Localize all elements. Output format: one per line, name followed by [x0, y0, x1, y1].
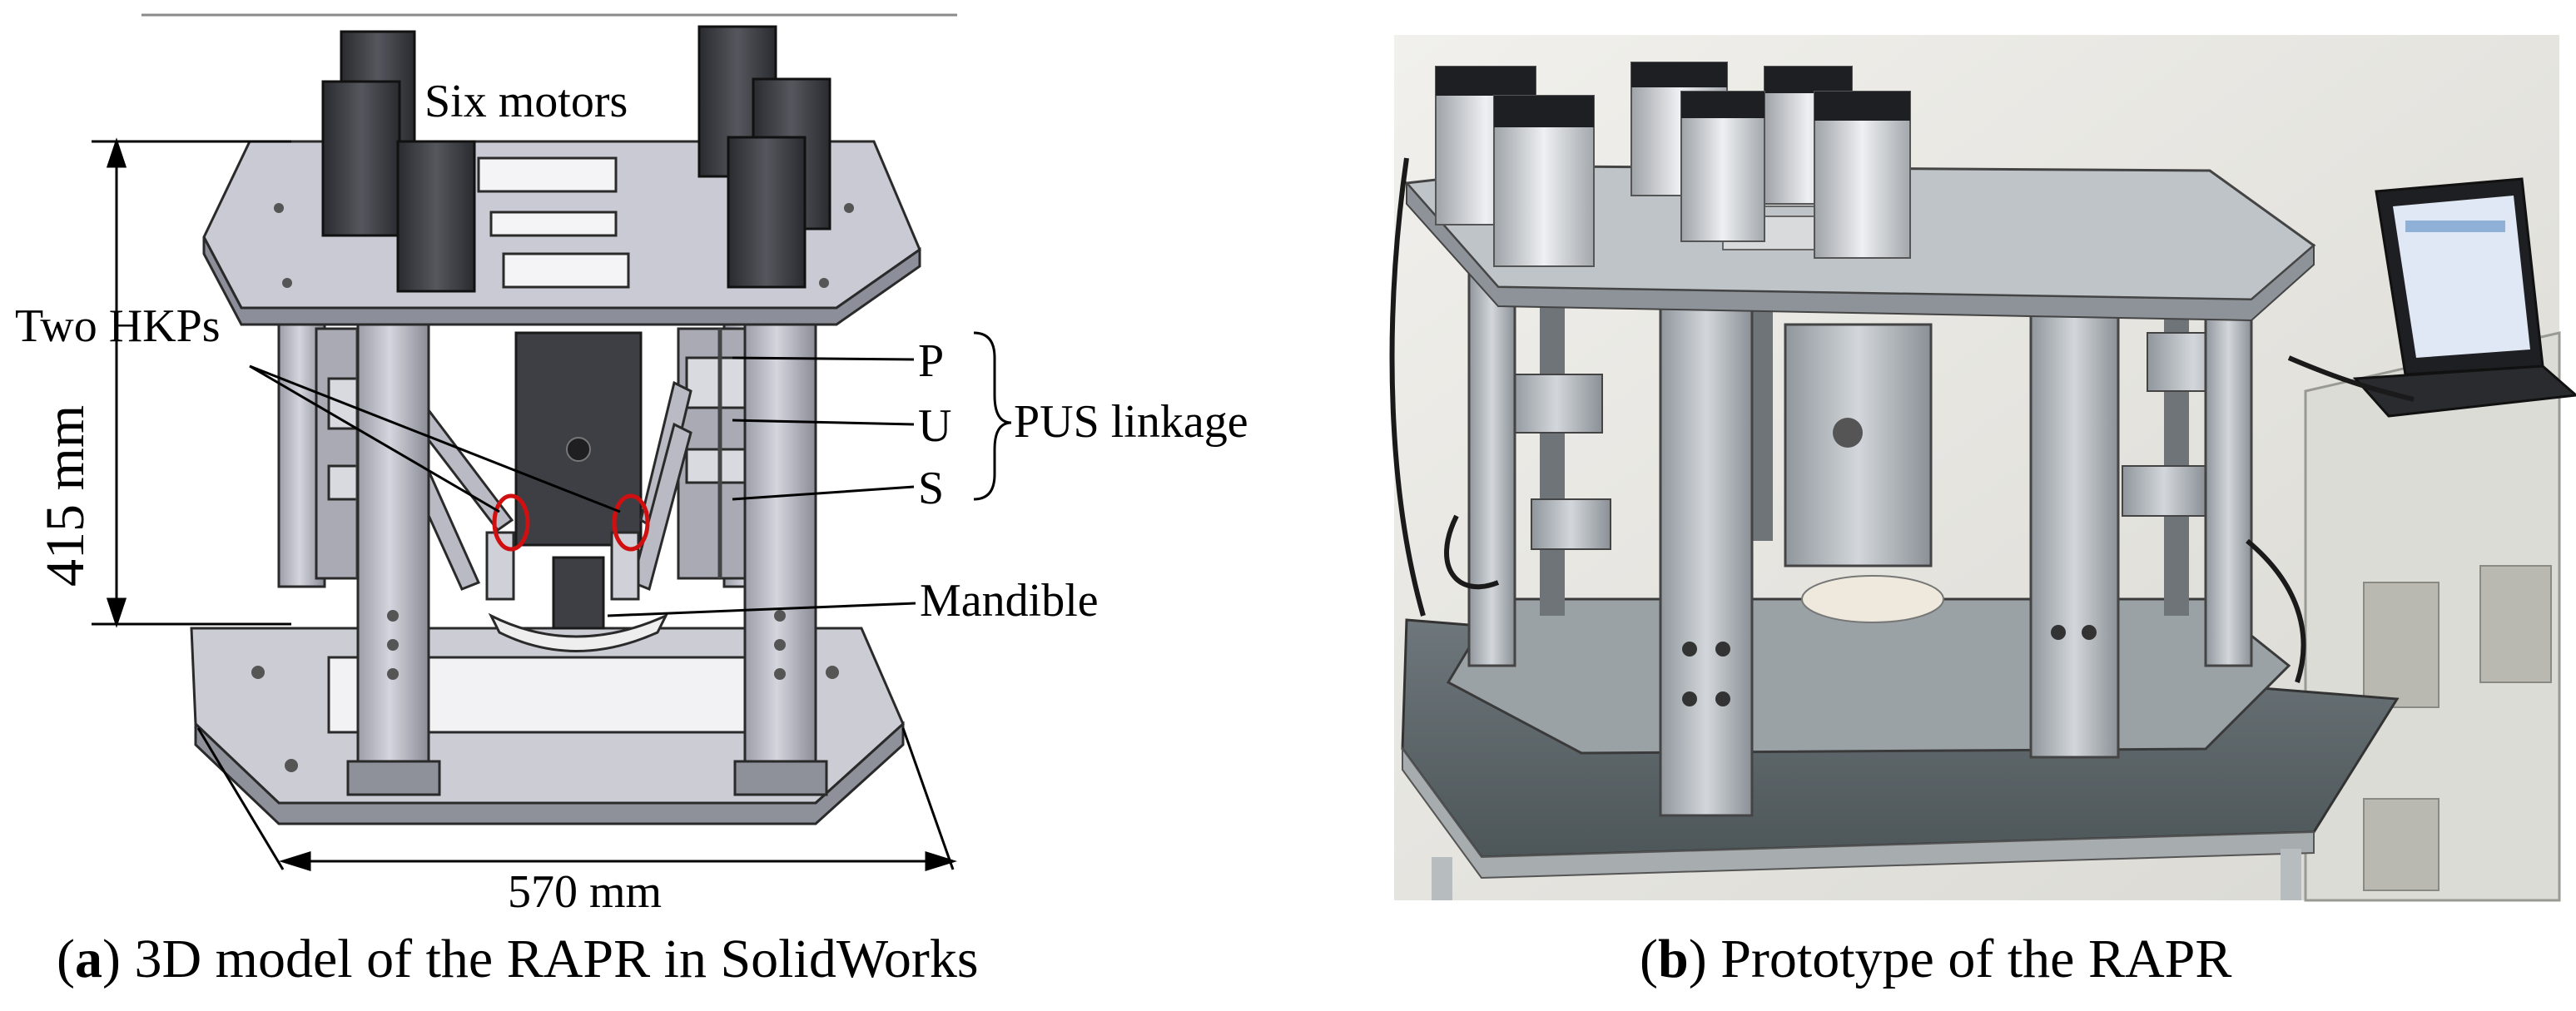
hkp-markers	[492, 493, 650, 552]
caption-b-open: (	[1640, 929, 1658, 989]
hkp-marker-left	[492, 493, 530, 552]
label-six-motors: Six motors	[424, 76, 628, 127]
motor-2	[321, 80, 401, 237]
label-u: U	[918, 400, 951, 452]
label-two-hkps: Two HKPs	[15, 300, 221, 352]
panel-a-cad-model: Six motors Two HKPs P U S PUS linkage Ma…	[15, 13, 1248, 991]
robot-cables	[1389, 157, 2415, 683]
leader-lines	[249, 331, 1012, 617]
caption-a-letter: a	[74, 929, 102, 989]
robot-motors	[1435, 62, 1911, 267]
front-columns	[346, 319, 828, 796]
cad-drawing: Six motors Two HKPs P U S PUS linkage Ma…	[15, 13, 1248, 918]
label-pus-linkage: PUS linkage	[1014, 396, 1248, 448]
caption-b: (b) Prototype of the RAPR	[1640, 928, 2231, 991]
motor-6	[727, 136, 807, 289]
six-motors-group	[321, 25, 831, 293]
caption-b-close: )	[1688, 929, 1707, 989]
robot-central-block	[1784, 323, 1944, 623]
dimension-lines	[92, 137, 958, 872]
caption-a-close: )	[102, 929, 121, 989]
motor-3	[396, 140, 476, 293]
equipment-cabinet	[2304, 331, 2561, 902]
prototype-photo	[1389, 35, 2576, 902]
label-mandible: Mandible	[920, 575, 1099, 627]
panel-b-prototype-photo: (b) Prototype of the RAPR	[1332, 0, 2576, 1011]
caption-a-text: 3D model of the RAPR in SolidWorks	[120, 929, 979, 989]
hkp-marker-right	[612, 493, 650, 552]
laptop	[2352, 177, 2576, 418]
robot-columns	[1467, 273, 2253, 817]
caption-b-text: Prototype of the RAPR	[1706, 929, 2232, 989]
central-block	[514, 331, 643, 630]
caption-b-letter: b	[1657, 929, 1689, 989]
caption-a-open: (	[57, 929, 75, 989]
label-width: 570 mm	[508, 866, 662, 918]
mandible-shape	[488, 612, 669, 652]
label-p: P	[918, 335, 944, 387]
caption-a: (a) 3D model of the RAPR in SolidWorks	[57, 928, 979, 991]
label-height: 415 mm	[35, 405, 96, 587]
label-s: S	[918, 463, 944, 514]
